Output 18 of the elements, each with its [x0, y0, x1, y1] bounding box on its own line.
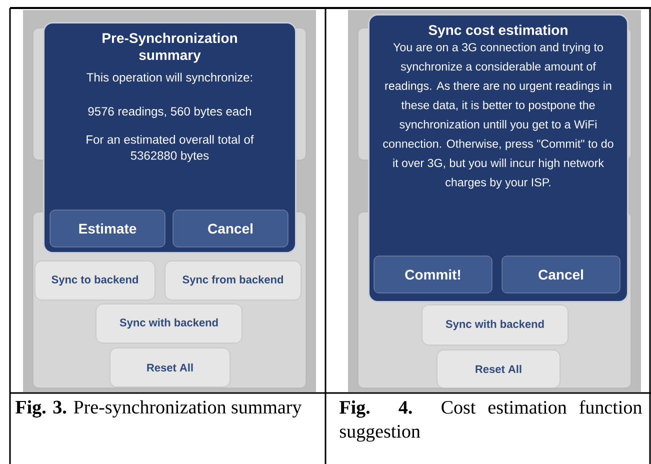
dialog-message: For an estimated overall total of 5362880 bytes: [86, 135, 254, 162]
dialog-button: Commit!: [374, 256, 492, 294]
app-button: Sync with backend: [96, 304, 242, 344]
app-button: Reset All: [436, 350, 560, 388]
figure-caption: Fig. 4. Cost estimation function suggestion: [340, 400, 642, 442]
dialog-message: This operation will synchronize:: [86, 72, 252, 84]
app-button: Sync to backend: [34, 260, 156, 300]
app-button: Reset All: [110, 348, 230, 388]
dialog-title: Sync cost estimation: [428, 24, 568, 38]
dialog-button: Cancel: [172, 210, 288, 248]
dialog-title: Pre-Synchronization summary: [102, 32, 237, 63]
figure-caption: Fig. 3. Pre-synchronization summary: [16, 400, 302, 418]
dialog-button: Cancel: [502, 256, 620, 294]
dialog-button: Estimate: [50, 210, 166, 248]
app-button: Sync with backend: [422, 304, 568, 346]
dialog-message: You are on a 3G connection and trying to synchronize a considerable amount of readings. As there are no urgent readings in these data, it is better to postpone the synchronization untill you get to a WiFi connection. Otherwise, press "Commit" to do it over 3G, but you will incur high network charges by your ISP.: [383, 42, 614, 189]
dialog-message: 9576 readings, 560 bytes each: [88, 106, 251, 118]
app-button: Sync from backend: [164, 260, 302, 300]
